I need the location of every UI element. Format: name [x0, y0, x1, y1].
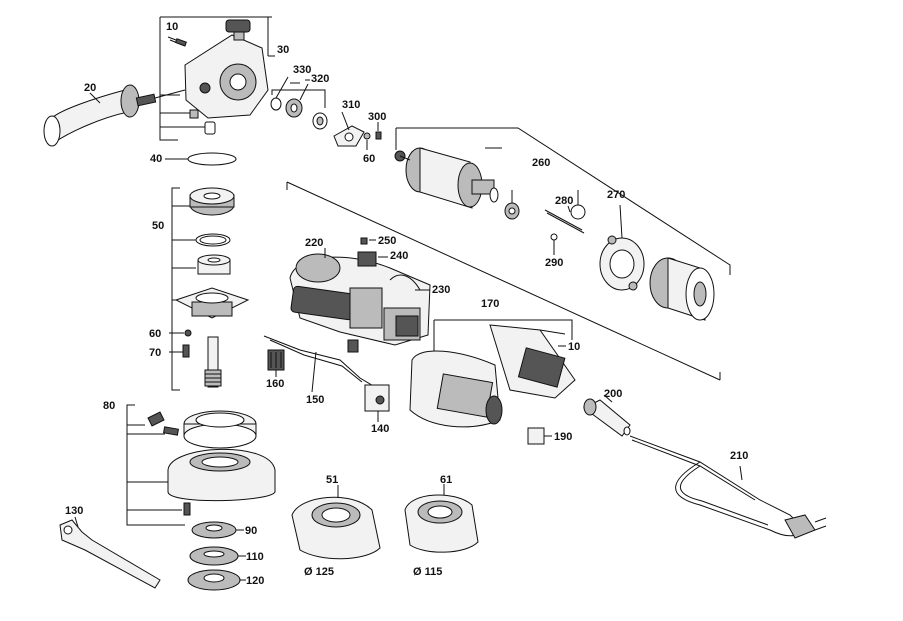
label-part-110: 110 [246, 551, 264, 563]
label-part-120: 120 [246, 575, 265, 587]
label-part-61: 61 [440, 474, 453, 486]
label-part-30: 30 [277, 44, 290, 56]
label-part-20: 20 [84, 82, 97, 94]
label-part-220: 220 [305, 237, 324, 249]
label-guard-size-115: Ø 115 [413, 566, 443, 578]
label-part-40: 40 [150, 153, 163, 165]
label-part-300: 300 [368, 111, 387, 123]
spindle-lock-button [225, 19, 251, 33]
label-part-10-rear: 10 [568, 341, 581, 353]
o-ring [187, 152, 237, 166]
bracket-guard [126, 404, 185, 526]
label-part-230: 230 [432, 284, 451, 296]
label-part-250: 250 [378, 235, 397, 247]
label-part-90: 90 [245, 525, 258, 537]
spanner-wrench [59, 519, 161, 589]
label-part-140: 140 [371, 423, 390, 435]
bracket-armature [396, 127, 731, 275]
label-part-320: 320 [311, 73, 330, 85]
bracket-motor-housing [286, 181, 721, 381]
label-part-60-flange: 60 [149, 328, 162, 340]
armature [394, 147, 499, 209]
plug [784, 514, 816, 539]
label-part-330: 330 [293, 64, 312, 76]
label-part-10-top: 10 [166, 21, 179, 33]
suppressor [527, 427, 545, 445]
label-part-160: 160 [266, 378, 285, 390]
label-part-60-top: 60 [363, 153, 376, 165]
field-stator [649, 257, 715, 321]
label-part-270: 270 [607, 189, 626, 201]
label-part-51: 51 [326, 474, 339, 486]
motor-housing [289, 253, 431, 346]
label-part-70: 70 [149, 347, 162, 359]
label-part-240: 240 [390, 250, 409, 262]
cord-protector [583, 398, 631, 437]
label-part-290: 290 [545, 257, 564, 269]
side-handle [43, 84, 186, 147]
label-part-310: 310 [342, 99, 361, 111]
rear-housing [409, 324, 576, 428]
bracket-rear-housing [434, 319, 573, 340]
label-guard-size-125: Ø 125 [304, 566, 334, 578]
bracket-spindle [171, 187, 180, 391]
guard-125 [291, 496, 381, 560]
wire-harness [263, 335, 381, 391]
label-part-150: 150 [306, 394, 325, 406]
label-part-130: 130 [65, 505, 84, 517]
label-part-190: 190 [554, 431, 573, 443]
label-part-260: 260 [532, 157, 551, 169]
label-part-80: 80 [103, 400, 116, 412]
label-part-200: 200 [604, 388, 623, 400]
label-part-50: 50 [152, 220, 165, 232]
spindle-shaft [207, 336, 219, 388]
label-part-170: 170 [481, 298, 500, 310]
label-part-210: 210 [730, 450, 749, 462]
label-part-280: 280 [555, 195, 574, 207]
bracket-gearhead [159, 17, 178, 141]
guard-115 [404, 494, 479, 553]
